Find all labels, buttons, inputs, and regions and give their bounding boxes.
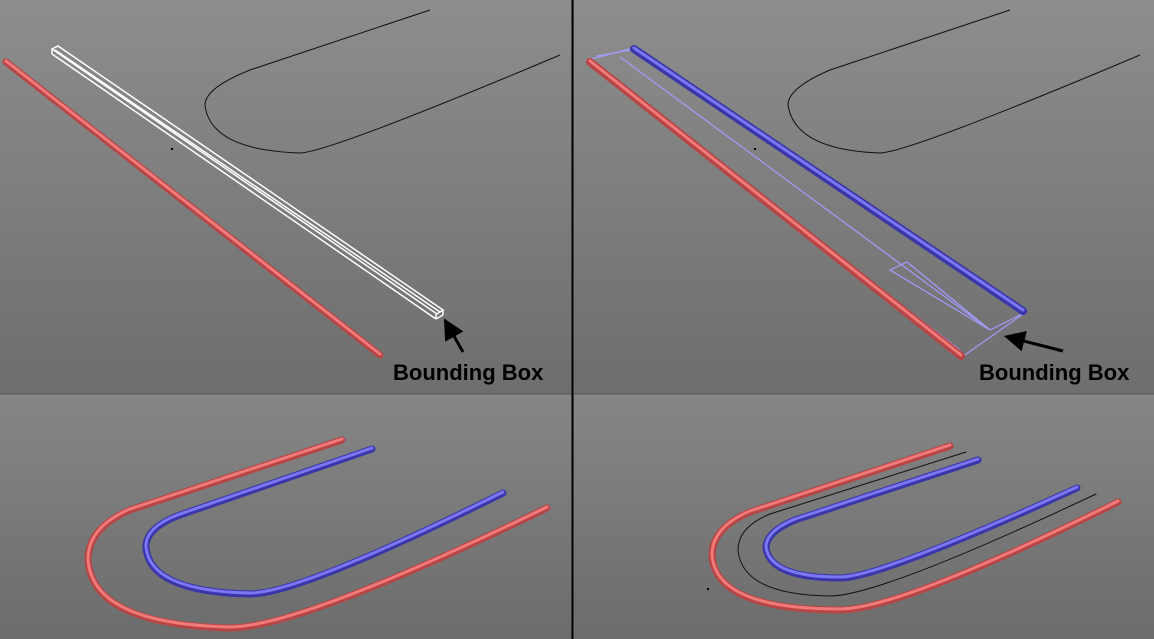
panel-top-right-background	[574, 0, 1154, 394]
center-point	[754, 148, 756, 150]
red-tube-highlight	[588, 59, 963, 357]
bounding-box-label: Bounding Box	[979, 360, 1130, 385]
center-point	[171, 148, 173, 150]
blue-curved-tube-highlight	[144, 446, 505, 595]
panel-bottom-left	[84, 436, 551, 632]
red-tube-highlight	[4, 59, 382, 356]
white-bounding-box	[50, 45, 445, 320]
center-point	[707, 588, 709, 590]
panel-top-right: Bounding Box	[585, 9, 1141, 385]
blue-tube-highlight	[632, 46, 1025, 312]
panel-bottom-left-background	[0, 394, 572, 639]
bounding-box-arrow	[1003, 330, 1064, 353]
red-curved-tube-highlight	[86, 437, 549, 629]
panel-bottom-right	[707, 442, 1122, 614]
panel-bottom-right-background	[574, 394, 1154, 639]
panel-top-left-background	[0, 0, 572, 394]
blue-curved-tube-highlight	[764, 457, 1079, 579]
bounding-box-label: Bounding Box	[393, 360, 544, 385]
bounding-box-arrow	[443, 318, 465, 353]
red-curved-tube-highlight	[710, 443, 1120, 611]
spline-curve	[787, 9, 1141, 154]
panel-top-left: Bounding Box	[2, 9, 561, 385]
spline-curve	[737, 451, 1097, 597]
spline-curve	[204, 9, 561, 154]
